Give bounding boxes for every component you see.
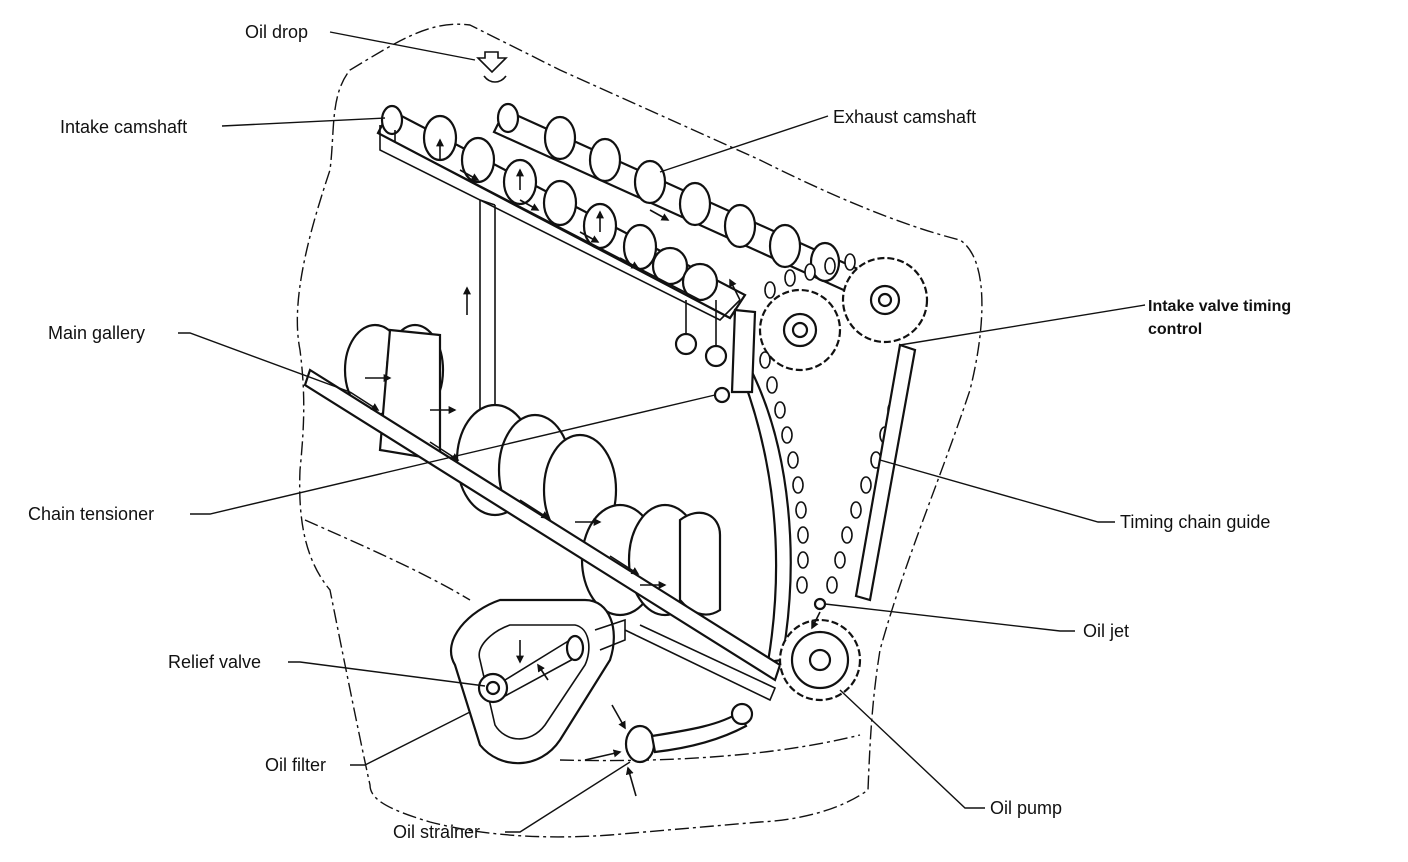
leader-exhaust-camshaft xyxy=(659,115,829,173)
label-intake-camshaft: Intake camshaft xyxy=(60,117,187,137)
leader-main-gallery xyxy=(178,332,351,393)
oil-drop-icon xyxy=(476,51,508,83)
leader-intake-valve-timing xyxy=(899,304,1146,346)
label-chain-tensioner: Chain tensioner xyxy=(28,504,154,524)
label-exhaust-camshaft: Exhaust camshaft xyxy=(833,107,976,127)
leader-oil-jet xyxy=(824,603,1075,632)
cam-flow-arrows xyxy=(436,138,741,301)
intake-sprocket-vtc xyxy=(758,288,842,372)
label-intake-valve-timing-line1: Intake valve timing xyxy=(1148,298,1291,315)
label-oil-filter: Oil filter xyxy=(265,755,326,775)
label-intake-valve-timing-line2: control xyxy=(1148,321,1202,338)
leader-timing-chain-guide xyxy=(879,459,1115,523)
leader-oil-filter xyxy=(350,711,471,766)
label-oil-jet: Oil jet xyxy=(1083,621,1129,641)
leader-intake-camshaft xyxy=(221,117,386,127)
engine-block-outline xyxy=(296,23,983,838)
label-relief-valve: Relief valve xyxy=(168,652,261,672)
crankshaft-part xyxy=(343,323,722,617)
filter-to-pump-pipe xyxy=(594,618,777,702)
filter-flow-arrows xyxy=(516,640,549,681)
exhaust-sprocket xyxy=(841,256,929,344)
strainer-inflow-arrows xyxy=(584,704,637,797)
label-timing-chain-guide: Timing chain guide xyxy=(1120,512,1270,532)
label-oil-pump: Oil pump xyxy=(990,798,1062,818)
main-gallery-pipe xyxy=(303,368,782,682)
leader-oil-drop xyxy=(329,31,476,61)
leader-oil-pump xyxy=(839,689,985,809)
label-main-gallery: Main gallery xyxy=(48,323,145,343)
lower-block-outline xyxy=(304,519,861,762)
label-oil-drop: Oil drop xyxy=(245,22,308,42)
leader-relief-valve xyxy=(288,661,486,687)
timing-chain-guide-part xyxy=(854,343,917,602)
relief-valve-part xyxy=(477,634,585,704)
label-oil-strainer: Oil strainer xyxy=(393,822,480,842)
leader-oil-strainer xyxy=(505,761,631,833)
leader-chain-tensioner xyxy=(190,394,716,515)
oil-pump-part xyxy=(778,618,862,702)
oil-strainer-part xyxy=(624,702,754,764)
